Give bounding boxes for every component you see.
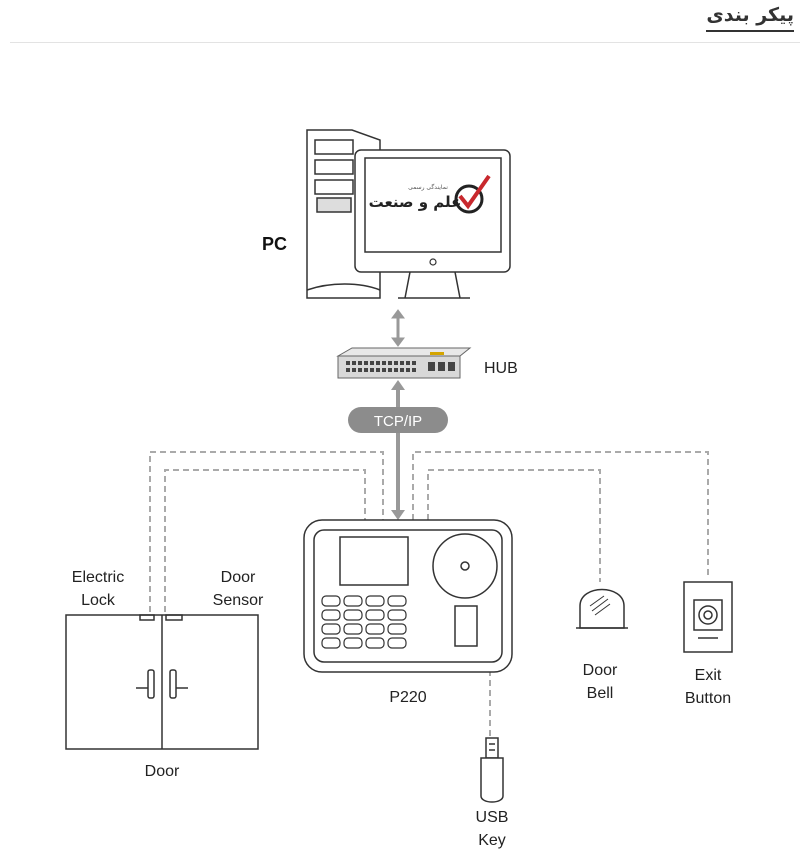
tcp-ip-badge: TCP/IP [374,413,422,430]
logo-text: علم و صنعت [369,193,462,211]
exit-button-label-line1: Exit [695,667,722,684]
p220-device-icon [303,519,513,673]
usb-key-label-line1: USB [476,809,509,826]
door-sensor-label-line1: Door [221,569,256,586]
hub-label: HUB [484,360,518,377]
checkmark-logo-icon [454,174,491,214]
page-title: پیکر بندی [706,4,794,32]
logo-subtext: نمایندگی رسمی [408,183,448,191]
usb-key-label-line2: Key [478,832,506,849]
electric-lock-label-line2: Lock [81,592,116,609]
door-sensor-label-line2: Sensor [213,592,264,609]
door-bell-label-line2: Bell [587,685,614,702]
usb-key-icon [480,737,504,803]
door-bell-icon [576,588,628,629]
title-divider [10,42,800,43]
hub-icon [336,347,472,379]
door-icon [65,614,259,750]
pc-hub-arrow [391,309,405,347]
electric-lock-label-line1: Electric [72,569,124,586]
door-label: Door [145,763,180,780]
pc-label: PC [262,234,287,254]
tcp-ip-link [348,380,448,520]
exit-button-label-line2: Button [685,690,731,707]
monitor-icon [354,149,511,299]
exit-button-icon [683,581,733,653]
device-label: P220 [389,689,426,706]
door-bell-label-line1: Door [583,662,618,679]
wiring-dashed [149,451,709,738]
